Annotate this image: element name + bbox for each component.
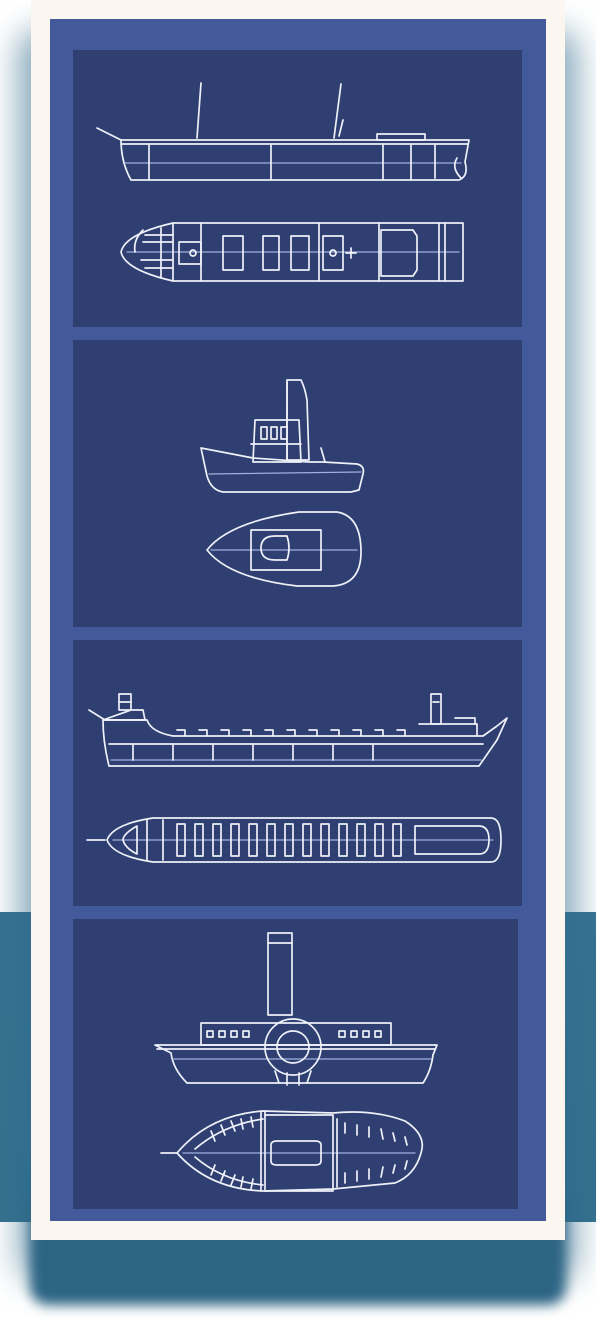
paddle-steamer-drawing [154, 932, 438, 1192]
blueprint-sheet [50, 19, 546, 1221]
paddle-steamer-deck-plan [160, 1110, 424, 1192]
cargo-steamer-side-view [96, 82, 470, 181]
panel-bulk-carrier [73, 640, 522, 906]
panel-tugboat [73, 340, 522, 627]
panel-cargo-steamer [73, 50, 522, 327]
poster-frame [31, 0, 565, 1240]
tugboat-drawing [200, 379, 365, 587]
paddle-steamer-side-view [154, 932, 438, 1086]
tugboat-deck-plan [206, 511, 362, 587]
bulk-carrier-drawing [86, 693, 508, 863]
panel-paddle-steamer [73, 919, 518, 1209]
cargo-steamer-drawing [96, 82, 470, 282]
tugboat-side-view [200, 379, 365, 493]
cargo-steamer-deck-plan [120, 222, 464, 282]
bulk-carrier-side-view [88, 693, 508, 767]
bulk-carrier-deck-plan [86, 817, 502, 863]
